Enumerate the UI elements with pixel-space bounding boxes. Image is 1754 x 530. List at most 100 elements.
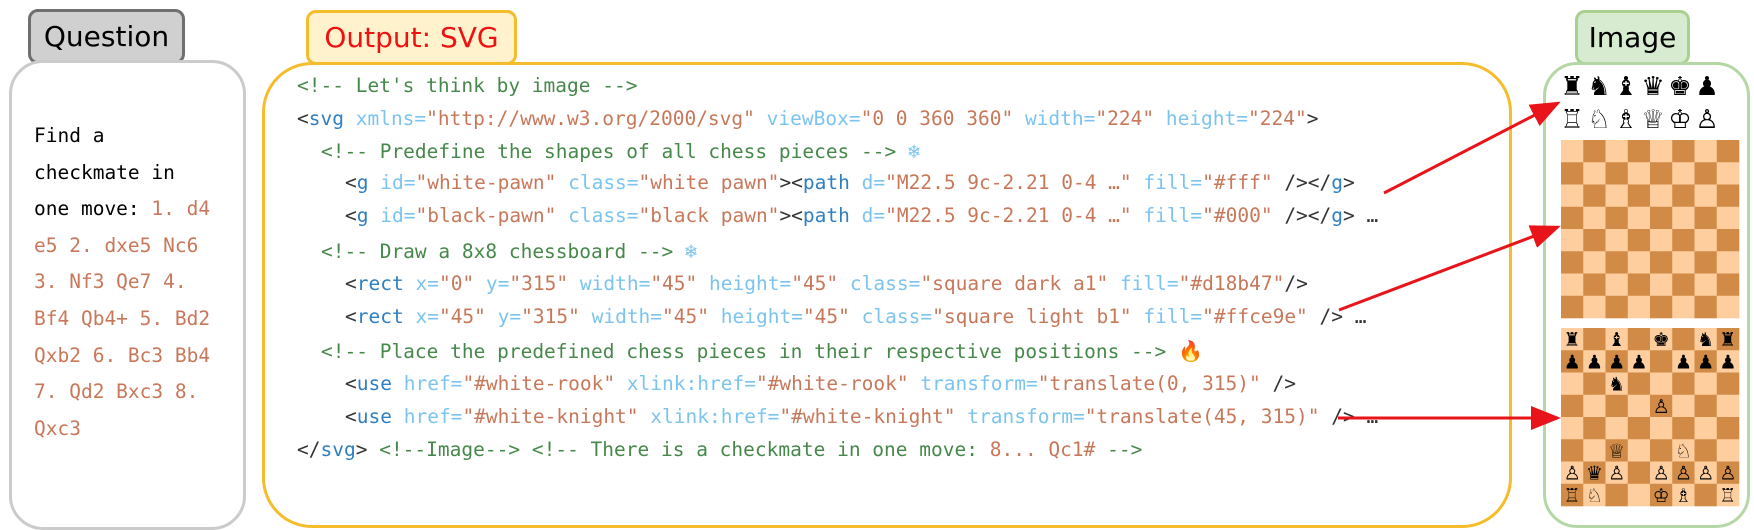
output-panel (262, 62, 1512, 528)
square-g4 (1694, 229, 1718, 252)
piece-f7: ♟ (1675, 351, 1692, 373)
position-chessboard: ♜♝♚♞♜♟♟♟♟♟♟♟♞♙♕♘♙♛♙♙♙♙♙♖♘♔♗♖ (1561, 328, 1740, 507)
code-line-3: <!-- Predefine the shapes of all chess p… (321, 139, 920, 163)
square-c2 (1605, 461, 1629, 485)
square-a2 (1561, 461, 1584, 485)
code-line-2: <svg xmlns="http://www.w3.org/2000/svg" … (297, 107, 1318, 130)
code-value: "white pawn" (638, 171, 780, 194)
code-attr: href= (391, 405, 463, 428)
code-attr: y= (485, 305, 522, 328)
code-value: "224" (1248, 107, 1307, 130)
code-punct: /> (1260, 372, 1297, 395)
square-h3 (1716, 251, 1740, 274)
legend-white-queen: ♕ (1641, 105, 1664, 135)
snowflake-icon: ❄ (684, 239, 697, 263)
code-attr: xlink:href= (638, 405, 780, 428)
square-e8 (1650, 140, 1673, 163)
square-b5 (1583, 394, 1606, 418)
square-h8 (1716, 328, 1740, 351)
code-value: "M22.5 9c-2.21 0-4 …" (885, 204, 1132, 227)
square-d4 (1627, 229, 1651, 252)
square-d6 (1627, 372, 1651, 396)
code-tag: rect (356, 305, 404, 328)
square-f5 (1672, 206, 1695, 230)
code-punct: /></ (1272, 204, 1332, 227)
code-punct: > (355, 438, 380, 461)
square-b5 (1583, 206, 1606, 230)
code-punct: /></ (1272, 171, 1332, 194)
code-line-6: <!-- Draw a 8x8 chessboard --> ❄ (321, 239, 697, 263)
legend-white-king: ♔ (1668, 105, 1691, 135)
code-comment: <!-- Predefine the shapes of all chess p… (321, 140, 897, 163)
code-tag: use (356, 372, 392, 395)
code-attr: transform= (955, 405, 1085, 428)
square-f4 (1672, 229, 1695, 252)
square-e4 (1650, 417, 1673, 440)
square-f8 (1672, 140, 1695, 163)
square-d5 (1627, 206, 1651, 230)
piece-a8: ♜ (1564, 329, 1581, 351)
square-d7 (1627, 350, 1651, 373)
square-h7 (1716, 350, 1740, 373)
code-value: "#d18b47" (1178, 272, 1285, 295)
code-punct: < (345, 405, 357, 428)
square-c3 (1605, 251, 1629, 274)
code-value: "0 0 360 360" (860, 107, 1014, 130)
code-tag: svg (308, 107, 344, 130)
code-value: "#white-knight" (779, 405, 956, 428)
square-b6 (1583, 184, 1606, 208)
code-value: "#fff" (1202, 171, 1273, 194)
code-punct: > (1306, 107, 1319, 130)
square-g6 (1694, 372, 1718, 396)
piece-c6: ♞ (1608, 374, 1625, 396)
question-prompt: Find a checkmate in one move: (34, 124, 175, 221)
piece-a2: ♙ (1564, 463, 1581, 485)
square-d5 (1627, 394, 1651, 418)
question-header: Question (28, 9, 185, 64)
code-punct: > (1343, 171, 1355, 194)
square-g2 (1694, 461, 1718, 485)
piece-c7: ♟ (1608, 351, 1625, 373)
code-attr: width= (568, 272, 651, 295)
square-e7 (1650, 162, 1673, 185)
code-attr: fill= (1108, 272, 1179, 295)
square-c6 (1605, 372, 1629, 396)
piece-d7: ♟ (1630, 351, 1647, 373)
square-b2 (1583, 461, 1606, 485)
code-punct: /> … (1307, 305, 1367, 328)
piece-h2: ♙ (1719, 463, 1736, 485)
piece-a1: ♖ (1564, 485, 1581, 507)
square-g1 (1694, 483, 1718, 507)
code-punct: </ (297, 438, 321, 461)
square-d1 (1627, 483, 1651, 507)
code-attr: height= (1154, 107, 1249, 130)
code-attr: width= (579, 305, 663, 328)
square-f6 (1672, 372, 1695, 396)
code-attr: x= (403, 305, 439, 328)
square-b2 (1583, 273, 1606, 297)
legend-white-pawn: ♙ (1695, 105, 1718, 135)
square-g3 (1694, 251, 1718, 274)
legend-black-pawn: ♟ (1695, 72, 1718, 102)
code-punct: < (345, 272, 357, 295)
code-punct: < (345, 204, 357, 227)
code-line-7: <rect x="0" y="315" width="45" height="4… (345, 272, 1308, 295)
code-value: "square dark a1" (920, 272, 1109, 295)
square-f7 (1672, 162, 1695, 185)
square-d3 (1627, 439, 1651, 462)
square-g5 (1694, 206, 1718, 230)
legend-white-knight: ♘ (1587, 105, 1610, 135)
square-a8 (1561, 140, 1584, 163)
code-comment: <!-- There is a checkmate in one move: (531, 438, 990, 461)
square-e6 (1650, 372, 1673, 396)
piece-g8: ♞ (1697, 329, 1714, 351)
square-a7 (1561, 350, 1584, 373)
square-c4 (1605, 229, 1629, 252)
piece-legend: ♜♞♝♛♚♟♖♘♗♕♔♙ (1560, 72, 1718, 135)
square-c8 (1605, 140, 1629, 163)
square-e6 (1650, 184, 1673, 208)
square-a3 (1561, 251, 1584, 274)
code-value: "315" (521, 305, 580, 328)
code-punct: > … (1343, 204, 1379, 227)
code-tag: g (1331, 171, 1344, 194)
